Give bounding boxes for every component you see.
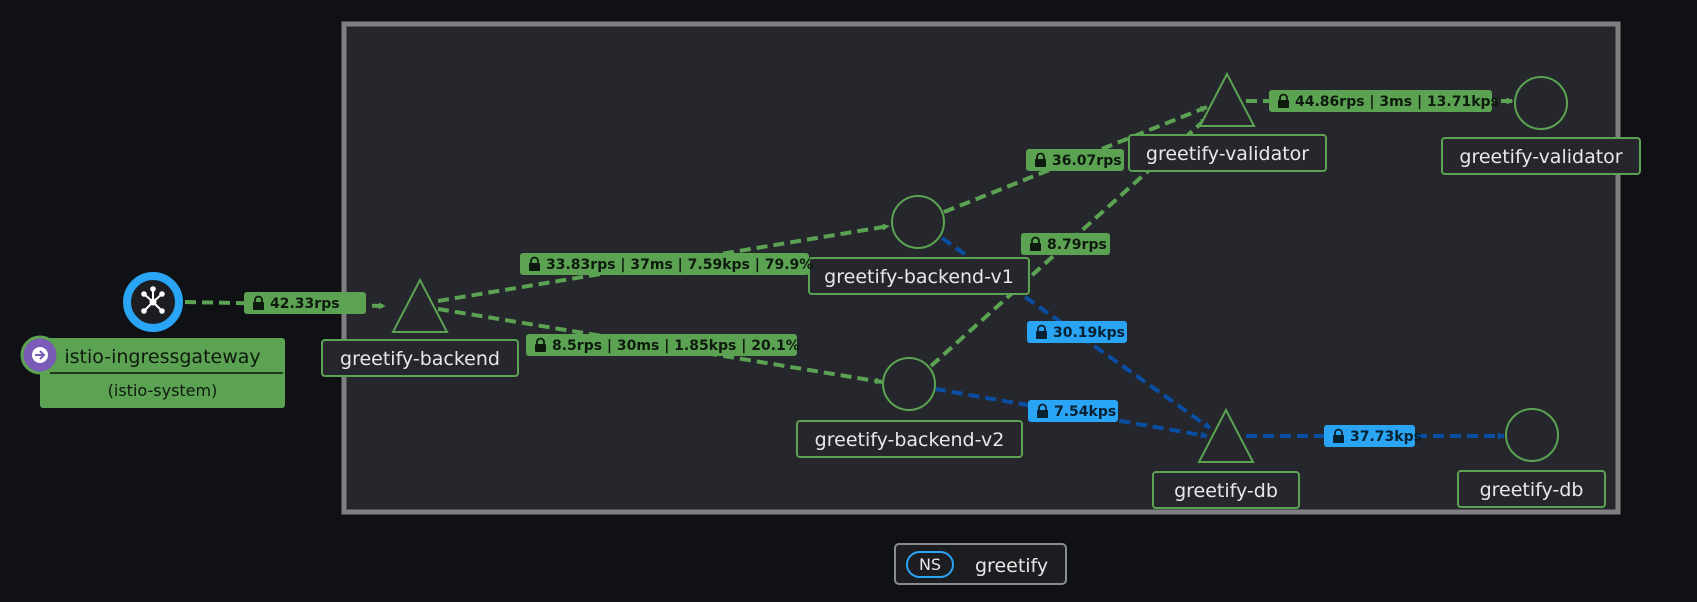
edge-label[interactable]: 42.33rps [244,292,366,314]
node-label-box [1128,134,1327,172]
namespace-name: greetify [975,555,1048,577]
node-label: greetify-db [1174,480,1278,502]
edge-label-box [1028,400,1118,422]
node-greetify-db-wl[interactable]: greetify-db [1457,408,1606,508]
node-label: greetify-validator [1146,143,1309,165]
edge-label[interactable]: 8.79rps [1021,233,1110,255]
service-shape [1197,407,1255,463]
workload-shape [1514,76,1568,130]
edge-label[interactable]: 44.86rps | 3ms | 13.71kps [1269,90,1499,112]
namespace-badge-box [894,543,1067,585]
edge-labels-layer: 42.33rps 33.83rps | 37ms | 7.59kps | 79.9… [244,90,1499,447]
node-label-box [796,420,1023,458]
node-label: greetify-backend-v1 [824,266,1014,288]
service-shape [1198,71,1256,127]
lock-icon [1035,152,1046,167]
node-label-box [1457,470,1606,508]
edge-label-box [1269,90,1492,112]
edge-label-text: 36.07rps [1052,153,1122,169]
workload-shape [891,195,945,249]
edge-label[interactable]: 30.19kps [1027,321,1127,343]
lock-icon [535,337,546,352]
edge-label-box [1324,425,1415,447]
lock-icon [1036,324,1047,339]
node-greetify-db-svc[interactable]: greetify-db [1152,407,1300,509]
lock-icon [253,295,264,310]
node-label: greetify-db [1480,479,1584,501]
arrow-right-circle-icon [20,335,60,375]
edge-label[interactable]: 33.83rps | 37ms | 7.59kps | 79.9% [520,253,813,275]
node-label-box [1152,471,1300,509]
edge-label-text: 33.83rps | 37ms | 7.59kps | 79.9% [546,257,813,273]
lock-icon [1333,428,1344,443]
service-shape [391,277,449,333]
node-label-box [321,339,519,377]
node-label: istio-ingressgateway [64,346,260,368]
edge-label[interactable]: 36.07rps [1026,149,1124,171]
node-greetify-backend-v1[interactable]: greetify-backend-v1 [808,195,1030,295]
ns-tag-text: NS [919,555,941,574]
edge-label-box [526,334,797,356]
edge-label-text: 30.19kps [1053,325,1125,341]
namespace-badge[interactable]: NS greetify [894,543,1067,585]
node-label-box [1441,137,1641,175]
lock-icon [1278,93,1289,108]
node-label-box [808,257,1030,295]
edge-label-box [1027,321,1127,343]
lock-icon [529,256,540,271]
node-greetify-backend-v2[interactable]: greetify-backend-v2 [796,357,1023,458]
node-greetify-validator-wl[interactable]: greetify-validator [1441,76,1641,175]
edge-label-text: 44.86rps | 3ms | 13.71kps [1295,94,1499,110]
edge-label-text: 37.73kps [1350,429,1422,445]
node-label: greetify-validator [1459,146,1622,168]
edge-label-box [244,292,366,314]
workload-shape [1505,408,1559,462]
share-network-icon [141,286,165,314]
ns-tag-pill [906,551,954,578]
edge-label[interactable]: 37.73kps [1324,425,1422,447]
edge-label-text: 8.5rps | 30ms | 1.85kps | 20.1% [552,338,800,354]
edge-label-box [520,253,809,275]
node-label: greetify-backend-v2 [815,429,1005,451]
node-greetify-validator-svc[interactable]: greetify-validator [1128,71,1327,172]
edge-label-box [1021,233,1110,255]
edge-label[interactable]: 8.5rps | 30ms | 1.85kps | 20.1% [526,334,800,356]
edge-label[interactable]: 7.54kps [1028,400,1118,422]
node-sublabel: (istio-system) [108,381,218,400]
node-greetify-backend[interactable]: greetify-backend [321,277,519,377]
edge-label-box [1026,149,1124,171]
node-label: greetify-backend [340,348,500,370]
edge-label-text: 42.33rps [270,296,340,312]
lock-icon [1030,236,1041,251]
lock-icon [1037,403,1048,418]
node-istio-ingressgateway[interactable]: istio-ingressgateway (istio-system) [20,272,285,408]
edge-label-text: 8.79rps [1047,237,1107,253]
workload-shape [882,357,936,411]
edge-label-text: 7.54kps [1054,404,1116,420]
nodes-layer: istio-ingressgateway (istio-system) greeti… [20,71,1641,509]
